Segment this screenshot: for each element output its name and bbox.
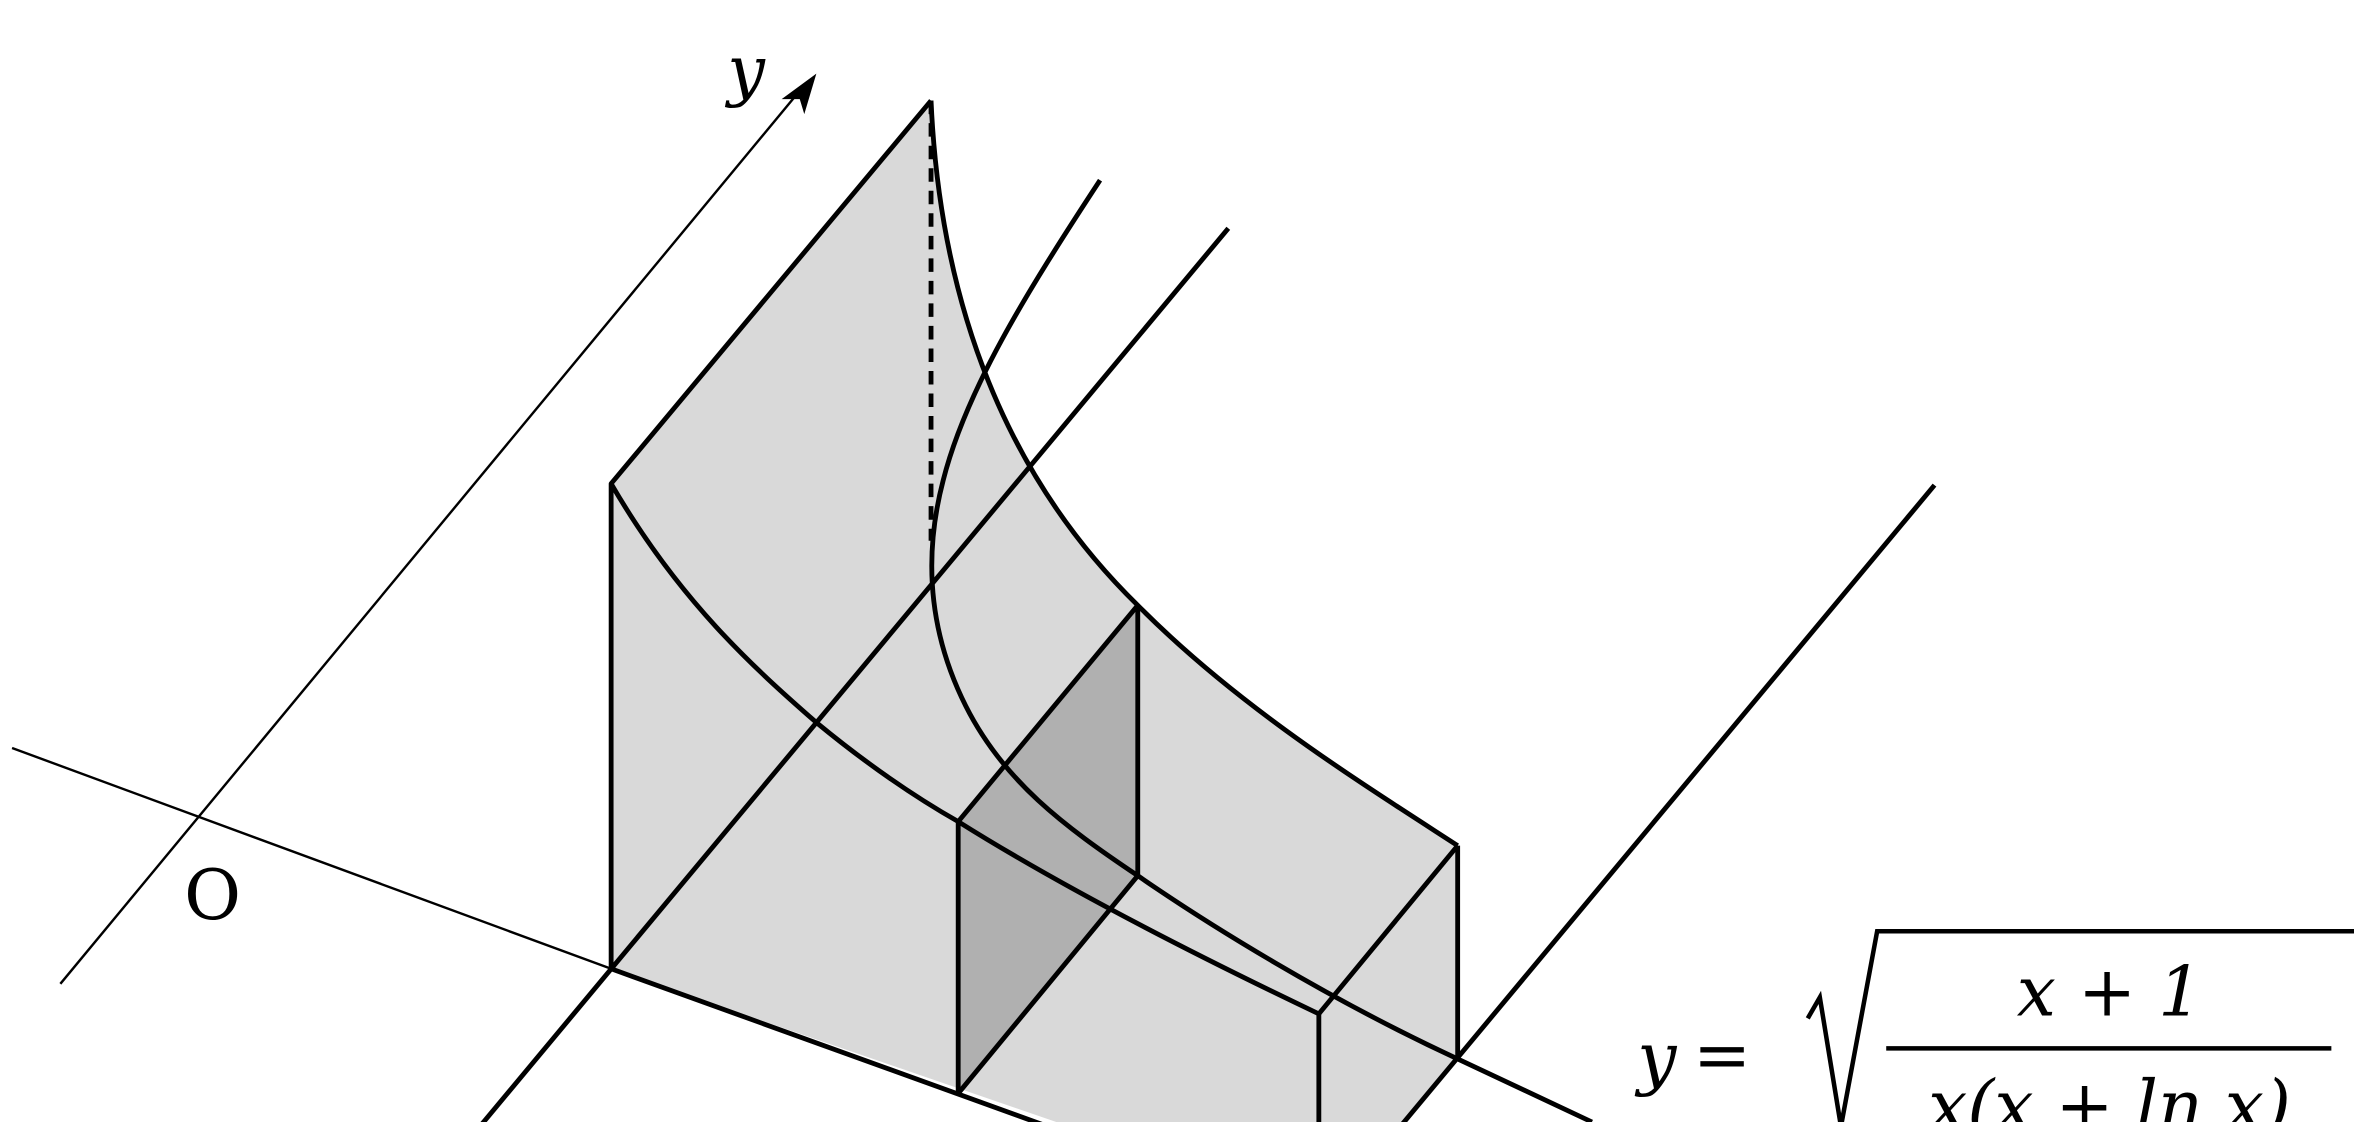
end-diagonal bbox=[1316, 844, 1460, 1016]
formula-numerator: x + 1 bbox=[2017, 953, 2203, 1033]
x-axis-front bbox=[610, 966, 1043, 1122]
sqrt-sign bbox=[1805, 928, 2354, 1122]
formula-equals: = bbox=[1693, 1016, 1751, 1096]
slice-top-edge bbox=[956, 603, 1140, 824]
diagonal-line-2 bbox=[1400, 483, 1937, 1122]
x-axis bbox=[11, 746, 612, 970]
formula: y = x + 1 x(x + ln x) bbox=[1634, 928, 2354, 1122]
origin-label: O bbox=[184, 856, 241, 936]
diagonal-line-1 bbox=[480, 226, 1231, 1122]
base-curve bbox=[609, 482, 1320, 1017]
parabola-curve bbox=[929, 178, 1593, 1122]
y-axis-arrowhead bbox=[781, 73, 817, 115]
cross-section bbox=[958, 605, 1138, 1094]
top-curve bbox=[928, 100, 1459, 848]
y-axis-label: y bbox=[724, 32, 766, 109]
formula-lhs: y bbox=[1634, 1019, 1677, 1099]
slice-bottom-edge bbox=[956, 874, 1140, 1095]
y-axis bbox=[59, 86, 804, 985]
solid-body bbox=[611, 100, 1458, 1122]
formula-denominator: x(x + ln x) bbox=[1928, 1067, 2291, 1122]
